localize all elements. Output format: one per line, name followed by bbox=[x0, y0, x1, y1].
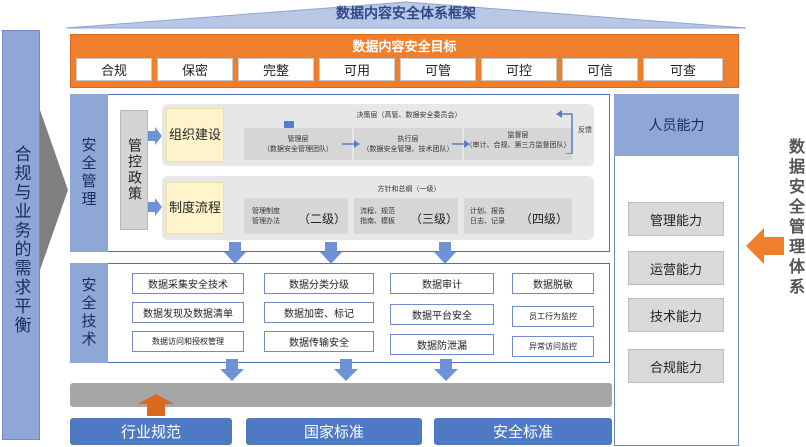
level-4-desc: 计划、报告 日志、记录 bbox=[470, 207, 505, 225]
level-3-box: 流程、规范 指南、模板 （三级） bbox=[354, 198, 458, 234]
down-arrow-icon bbox=[334, 359, 358, 381]
supervise-layer-desc: （审计、合规、第三方监督团队） bbox=[465, 141, 571, 149]
tech-item: 数据脱敏 bbox=[512, 273, 594, 294]
goal-item: 保密 bbox=[157, 58, 233, 81]
down-arrow-icon bbox=[220, 359, 244, 381]
flow-arrow-icon bbox=[342, 140, 360, 148]
level-2-box: 管理制度 管理办法 （二级） bbox=[244, 198, 348, 234]
tech-item: 数据防泄漏 bbox=[390, 334, 494, 355]
manage-layer-title: 管理层 bbox=[287, 135, 309, 143]
tech-item: 数据访问和授权管理 bbox=[132, 331, 244, 352]
security-management-label: 安全管理 bbox=[70, 94, 108, 252]
connector-icon bbox=[284, 121, 294, 129]
feedback-label: 反馈 bbox=[578, 126, 592, 134]
capability-item: 运营能力 bbox=[628, 251, 724, 285]
supervise-layer-title: 监督层 bbox=[507, 131, 529, 139]
security-goals-title: 数据内容安全目标 bbox=[352, 39, 457, 55]
personnel-capability-title: 人员能力 bbox=[614, 94, 739, 156]
feedback-loop-icon bbox=[556, 110, 573, 154]
down-arrow-icon bbox=[434, 359, 458, 381]
tech-item: 数据平台安全 bbox=[390, 304, 494, 325]
tech-item: 数据加密、标记 bbox=[264, 302, 374, 323]
standard-item: 安全标准 bbox=[434, 418, 612, 445]
left-panel-text: 合规与业务的需求平衡 bbox=[10, 145, 31, 335]
manage-layer-box: 管理层 （数据安全管理团队） bbox=[244, 128, 352, 160]
capability-item: 合规能力 bbox=[628, 349, 724, 383]
standard-item: 行业规范 bbox=[70, 418, 232, 445]
data-security-system-label: 数据安全管理体系 bbox=[786, 138, 805, 298]
level-3-label: （三级） bbox=[410, 212, 459, 226]
right-arrow-icon bbox=[148, 127, 162, 145]
tech-item: 数据发现及数据清单 bbox=[132, 302, 244, 323]
capability-item: 技术能力 bbox=[628, 298, 724, 332]
level-4-label: （四级） bbox=[520, 212, 569, 226]
tech-item: 异常访问监控 bbox=[512, 336, 594, 357]
goal-item: 可管 bbox=[400, 58, 476, 81]
policy-level-1: 方针和总纲（一级） bbox=[377, 185, 441, 193]
level-4-box: 计划、报告 日志、记录 （四级） bbox=[464, 198, 572, 234]
supervise-layer-box: 监督层 （审计、合规、第三方监督团队） bbox=[464, 128, 572, 160]
tech-item: 数据审计 bbox=[390, 273, 494, 294]
level-2-label: （二级） bbox=[298, 212, 347, 226]
goal-item: 可控 bbox=[481, 58, 557, 81]
manage-layer-desc: （数据安全管理团队） bbox=[263, 145, 333, 153]
control-policy-box: 管控政策 bbox=[120, 110, 148, 230]
tech-item: 数据采集安全技术 bbox=[132, 273, 244, 294]
decision-layer: 决策层（高管、数据安全委员会） bbox=[356, 111, 462, 119]
level-2-desc: 管理制度 管理办法 bbox=[252, 207, 280, 225]
right-arrow-icon bbox=[40, 110, 68, 270]
goal-item: 合规 bbox=[76, 58, 152, 81]
process-system-box: 制度流程 bbox=[166, 182, 224, 234]
left-panel bbox=[2, 30, 40, 440]
framework-banner bbox=[66, 1, 746, 29]
tech-item: 数据分类分级 bbox=[264, 273, 374, 294]
level-3-desc: 流程、规范 指南、模板 bbox=[360, 207, 395, 225]
exec-layer-box: 执行层 （数据安全管理、技术团队） bbox=[354, 128, 462, 160]
down-arrow-icon bbox=[224, 242, 246, 264]
right-arrow-icon bbox=[148, 198, 162, 216]
framework-title: 数据内容安全体系框架 bbox=[336, 6, 476, 22]
down-arrow-icon bbox=[434, 242, 456, 264]
goal-item: 可信 bbox=[562, 58, 638, 81]
goal-item: 可用 bbox=[319, 58, 395, 81]
up-arrow-icon bbox=[138, 394, 174, 416]
left-arrow-icon bbox=[746, 228, 784, 264]
flow-arrow-icon bbox=[452, 140, 470, 148]
goal-item: 可查 bbox=[643, 58, 723, 81]
standard-item: 国家标准 bbox=[246, 418, 422, 445]
tech-item: 数据传输安全 bbox=[264, 331, 374, 352]
org-construction-box: 组织建设 bbox=[166, 108, 224, 162]
security-technology-label: 安全技术 bbox=[70, 263, 108, 363]
capability-item: 管理能力 bbox=[628, 202, 724, 236]
goal-item: 完整 bbox=[238, 58, 314, 81]
down-arrow-icon bbox=[320, 242, 342, 264]
exec-layer-desc: （数据安全管理、技术团队） bbox=[362, 145, 454, 153]
tech-item: 员工行为监控 bbox=[512, 306, 594, 327]
exec-layer-title: 执行层 bbox=[397, 135, 419, 143]
